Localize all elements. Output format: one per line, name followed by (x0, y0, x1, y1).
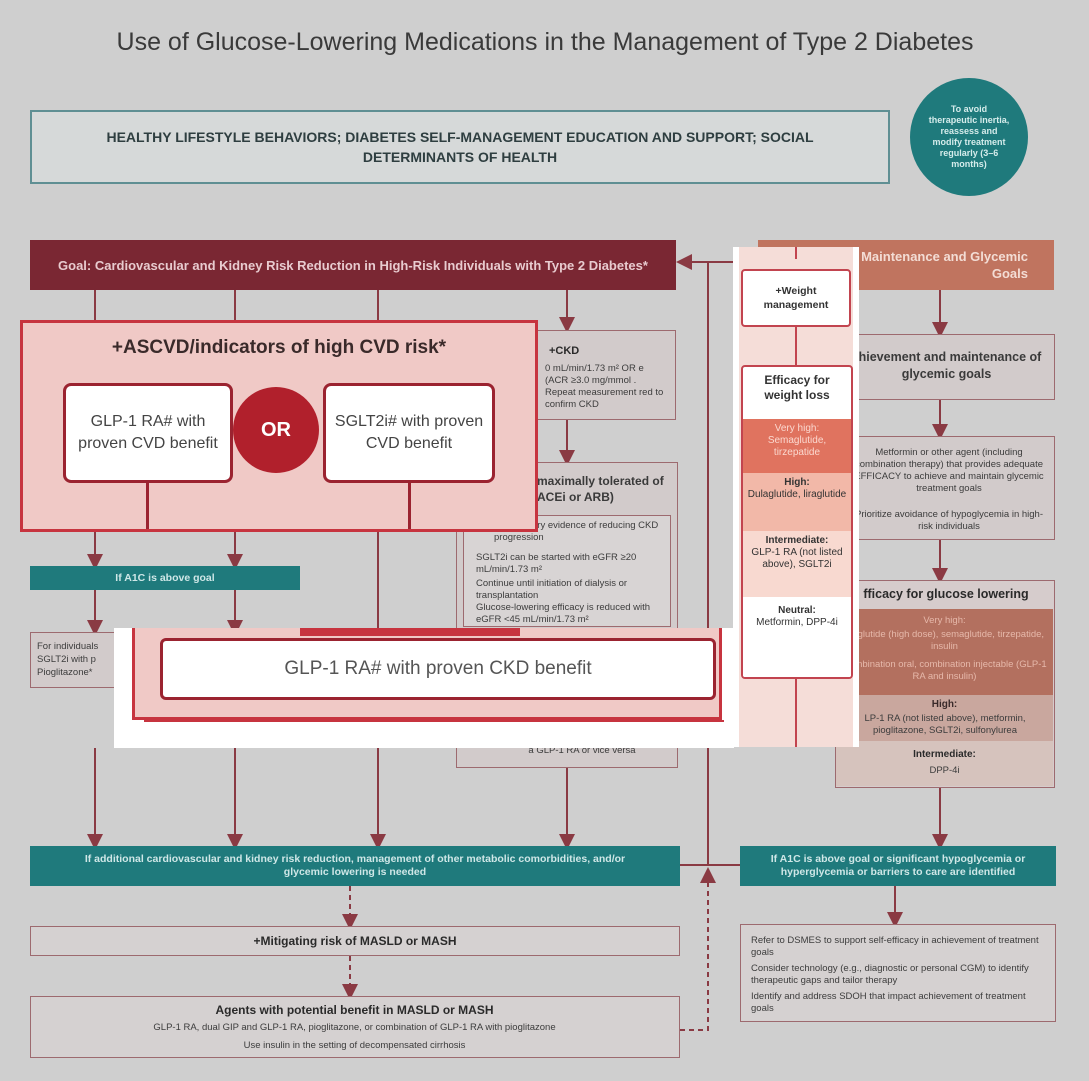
ckd-inset-bottom-line (144, 720, 724, 722)
left-list-item-3: Pioglitazone* (37, 667, 93, 678)
weight-intermediate-cell: Intermediate: GLP-1 RA (not listed above… (743, 531, 851, 597)
agents-line-2: Use insulin in the setting of decompensa… (243, 1040, 466, 1051)
dsmes-item-2: Consider technology (e.g., diagnostic or… (751, 963, 1029, 986)
or-circle: OR (233, 387, 319, 473)
ascvd-inset: +ASCVD/indicators of high CVD risk* GLP-… (20, 320, 538, 532)
additional-risk-banner: If additional cardiovascular and kidney … (30, 846, 680, 886)
weight-neutral-label: Neutral: (778, 605, 816, 616)
weight-veryhigh-label: Very high: (774, 423, 820, 434)
weight-high-label: High: (784, 477, 810, 488)
goal-cardio-kidney: Goal: Cardiovascular and Kidney Risk Red… (30, 240, 676, 290)
weight-line-top (795, 247, 797, 259)
glucose-high-cell: High: LP-1 RA (not listed above), metfor… (836, 695, 1053, 741)
weight-efficacy-box: Efficacy for weight loss Very high: Sema… (741, 365, 853, 679)
weight-efficacy-title: Efficacy for weight loss (764, 373, 830, 402)
ckd-list-item-2: SGLT2i can be started with eGFR ≥20 mL/m… (476, 552, 637, 575)
glycemic-achievement-box: chievement and maintenance of glycemic g… (835, 334, 1055, 400)
weight-veryhigh-cell: Very high: Semaglutide, tirzepatide (743, 419, 851, 473)
weight-inset: +Weight management Efficacy for weight l… (733, 247, 859, 747)
weight-high-cell: High: Dulaglutide, liraglutide (743, 473, 851, 531)
glucose-veryhigh-text: ulaglutide (high dose), semaglutide, tir… (844, 629, 1045, 652)
dsmes-item-3: Identify and address SDOH that impact ac… (751, 991, 1026, 1014)
ckd-inset-tab (300, 628, 520, 636)
weight-high-text: Dulaglutide, liraglutide (747, 489, 847, 500)
glucose-intermediate-label: Intermediate: (913, 749, 976, 760)
ascvd-right-line (408, 483, 411, 529)
glucose-high-label: High: (931, 699, 958, 710)
ckd-list-item-4: Glucose-lowering efficacy is reduced wit… (476, 602, 651, 625)
weight-intermediate-text: GLP-1 RA (not listed above), SGLT2i (751, 547, 843, 570)
ckd-list-item-3: Continue until initiation of dialysis or… (476, 578, 628, 601)
metformin-text: Metformin or other agent (including comb… (854, 447, 1044, 494)
page-title: Use of Glucose-Lowering Medications in t… (116, 28, 974, 56)
ckd-text: 0 mL/min/1.73 m² OR e (ACR ≥3.0 mg/mmol … (545, 363, 664, 410)
glucose-intermediate-cell: Intermediate: DPP-4i (836, 741, 1053, 786)
dsmes-item-1: Refer to DSMES to support self-efficacy … (751, 935, 1039, 958)
reassess-circle: To avoid therapeutic inertia, reassess a… (910, 78, 1028, 196)
lifestyle-banner: HEALTHY LIFESTYLE BEHAVIORS; DIABETES SE… (30, 110, 890, 184)
weight-intermediate-label: Intermediate: (765, 535, 829, 546)
ckd-max-title: maximally tolerated of ACEi or ARB) (537, 474, 664, 504)
agents-box: Agents with potential benefit in MASLD o… (30, 996, 680, 1058)
prioritize-text: Prioritize avoidance of hypoglycemia in … (855, 509, 1043, 532)
ckd-list-item-1: with primary evidence of reducing CKD pr… (494, 520, 659, 543)
a1c-above-goal-banner: If A1C is above goal (30, 566, 300, 590)
ascvd-header: +ASCVD/indicators of high CVD risk* (111, 337, 447, 358)
glucose-veryhigh-label: Very high: (923, 615, 966, 626)
glucose-efficacy-box: fficacy for glucose lowering Very high: … (835, 580, 1055, 788)
ascvd-sglt2-box: SGLT2i# with proven CVD benefit (323, 383, 495, 483)
dsmes-box: Refer to DSMES to support self-efficacy … (740, 924, 1056, 1022)
hypoglycemia-banner: If A1C is above goal or significant hypo… (740, 846, 1056, 886)
ascvd-left-line (146, 483, 149, 529)
masld-box: +Mitigating risk of MASLD or MASH (30, 926, 680, 956)
glucose-veryhigh-cell: Very high: ulaglutide (high dose), semag… (836, 609, 1053, 695)
agents-line-1: GLP-1 RA, dual GIP and GLP-1 RA, pioglit… (153, 1022, 556, 1033)
weight-line-mid (795, 327, 797, 369)
ckd-inset: GLP-1 RA# with proven CKD benefit (114, 628, 734, 748)
weight-veryhigh-text: Semaglutide, tirzepatide (767, 435, 827, 458)
ascvd-glp1-box: GLP-1 RA# with proven CVD benefit (63, 383, 233, 483)
ckd-title: +CKD (549, 345, 580, 357)
left-list-item-1: For individuals (37, 641, 99, 652)
weight-management-box: +Weight management (741, 269, 851, 327)
left-list-item-2: SGLT2i with p (37, 654, 96, 665)
ckd-bottom-text: a GLP-1 RA or vice versa (528, 745, 636, 756)
metformin-box: Metformin or other agent (including comb… (835, 436, 1055, 540)
glucose-high-text: LP-1 RA (not listed above), metformin, p… (864, 713, 1026, 736)
glucose-combo-text: Combination oral, combination injectable… (842, 659, 1047, 682)
ckd-box: +CKD 0 mL/min/1.73 m² OR e (ACR ≥3.0 mg/… (536, 330, 676, 420)
agents-title: Agents with potential benefit in MASLD o… (215, 1003, 494, 1017)
weight-neutral-cell: Neutral: Metformin, DPP-4i (743, 597, 851, 677)
ckd-list-box: with primary evidence of reducing CKD pr… (463, 515, 671, 627)
weight-line-bottom (795, 679, 797, 747)
weight-neutral-text: Metformin, DPP-4i (756, 617, 838, 628)
glucose-intermediate-text: DPP-4i (929, 765, 960, 776)
glucose-efficacy-title: fficacy for glucose lowering (863, 587, 1029, 601)
ckd-inset-glp1-box: GLP-1 RA# with proven CKD benefit (160, 638, 716, 700)
glycemic-achievement-text: chievement and maintenance of glycemic g… (851, 350, 1042, 381)
